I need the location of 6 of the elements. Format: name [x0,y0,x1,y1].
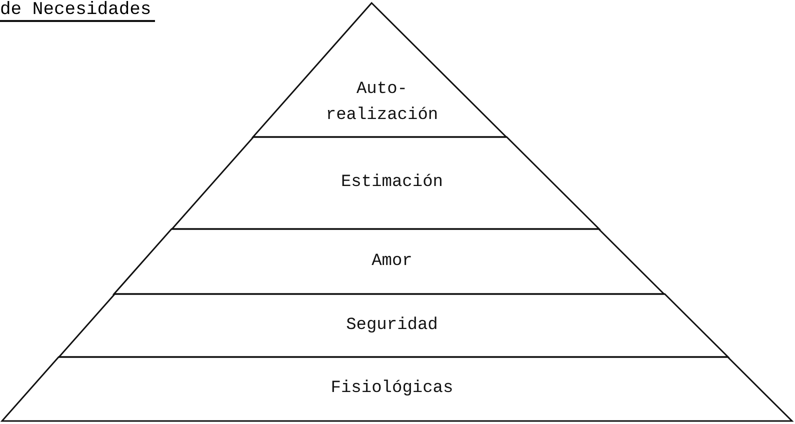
level-label: Amor [370,250,414,272]
level-label: Fisiológicas [330,378,454,400]
level-label: Auto- realización [324,79,440,127]
heading: de Necesidades [0,0,156,22]
level-label: Seguridad [345,314,439,336]
level-label: Estimación [340,172,444,194]
